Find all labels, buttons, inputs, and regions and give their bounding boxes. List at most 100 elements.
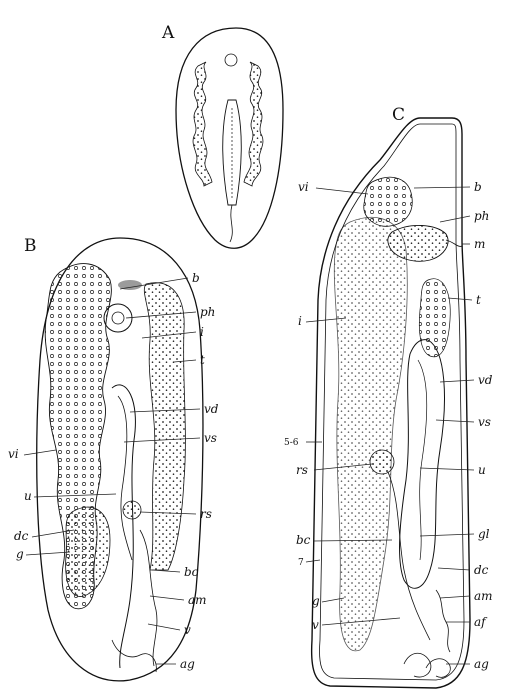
panel-b-copulatory-organ	[111, 384, 136, 669]
panel-c-label-m: m	[474, 237, 485, 251]
leader-b-vi	[23, 449, 57, 456]
panel-b-label-rs: rs	[200, 507, 212, 521]
panel-b-pharynx	[103, 303, 133, 333]
panel-b-antrum	[111, 639, 157, 673]
panel-b-label-g: g	[16, 547, 24, 561]
panel-c-intestine	[333, 217, 408, 652]
panel-c-genital-atrium	[403, 652, 432, 678]
panel-c-label-7: 7	[298, 558, 304, 568]
leader-b-rs	[139, 511, 197, 515]
panel-c-bursa-canal	[387, 471, 431, 641]
leader-b-dc	[31, 529, 75, 538]
panel-c-label-gl: gl	[478, 527, 490, 541]
panel-b-vesicula-seminalis	[117, 395, 133, 561]
leader-b-am	[149, 595, 185, 601]
panel-c-label-am: am	[474, 589, 493, 603]
leader-c-ph	[439, 215, 471, 223]
panel-b-label-vd: vd	[204, 402, 219, 416]
leader-b-vd	[129, 408, 201, 413]
panel-c-label-ag: ag	[474, 657, 489, 671]
panel-c-label-rs: rs	[296, 463, 308, 477]
panel-c-ejaculatory-duct	[417, 359, 428, 561]
leader-b-u	[33, 493, 117, 498]
panel-b-labels-left: vi u dc g	[8, 447, 117, 561]
panel-b-bursa-duct	[139, 529, 158, 667]
panel-b: B	[24, 236, 204, 682]
panel-c-label-vs: vs	[478, 415, 491, 429]
panel-b-label-ph: ph	[200, 305, 215, 319]
leader-c-rs	[313, 463, 373, 471]
panel-b-body-outline	[36, 237, 204, 682]
panel-a-left-gland-chain	[192, 61, 213, 187]
panel-b-label-dc: dc	[14, 529, 29, 543]
panel-a-intestine	[222, 99, 242, 206]
panel-a-body-outline	[175, 27, 284, 249]
panel-a-letter: A	[161, 23, 175, 43]
panel-c-letter: C	[392, 105, 405, 125]
panel-c-label-b: b	[474, 180, 482, 194]
panel-c-labels-left: vi i 5-6 rs bc 7 g v	[284, 180, 401, 632]
panel-c-label-t: t	[476, 293, 481, 307]
leader-c-g	[321, 597, 345, 603]
leader-c-vi	[315, 187, 369, 195]
panel-b-genital-mass	[65, 506, 111, 597]
leader-c-b	[413, 186, 471, 189]
panel-c-label-5-6: 5-6	[284, 438, 299, 448]
panel-c-label-bc: bc	[296, 533, 311, 547]
panel-c-label-vi: vi	[298, 180, 309, 194]
panel-c-lower-atrium	[425, 658, 451, 678]
panel-c-receptaculum	[369, 449, 395, 475]
panel-b-label-am: am	[188, 593, 207, 607]
leader-c-7	[305, 559, 321, 563]
panel-b-label-i: i	[200, 325, 204, 339]
panel-c-label-i: i	[298, 314, 302, 328]
panel-b-label-v: v	[184, 623, 191, 637]
leader-c-u	[419, 467, 475, 471]
leader-c-am	[439, 595, 471, 599]
leader-b-i	[141, 331, 197, 339]
panel-b-brain	[118, 280, 142, 290]
panel-c-mouth	[445, 239, 463, 247]
panel-b-letter: B	[24, 236, 37, 256]
leader-b-ph	[125, 311, 197, 319]
leader-c-dc	[437, 567, 471, 571]
panel-b-label-vi: vi	[8, 447, 19, 461]
panel-c-label-g: g	[312, 594, 320, 608]
panel-b-label-bc: bc	[184, 565, 199, 579]
panel-c-female-antrum	[435, 589, 451, 653]
panel-c-inner-outline	[319, 123, 465, 681]
leader-b-g	[25, 551, 71, 556]
leader-b-vs	[123, 437, 201, 443]
panel-b-label-u: u	[24, 489, 32, 503]
panel-a-posterior-duct	[229, 204, 233, 243]
panel-c-vitellarium	[363, 176, 413, 227]
panel-b-pharynx-lumen	[111, 311, 125, 325]
leader-b-b	[119, 277, 189, 290]
panel-b-labels-right: b ph i t vd vs rs bc am v ag	[119, 271, 219, 671]
leader-b-t	[173, 359, 197, 363]
panel-c-label-dc: dc	[474, 563, 489, 577]
panel-c-label-v: v	[312, 618, 319, 632]
leader-b-bc	[151, 569, 181, 573]
panel-c-label-u: u	[478, 463, 486, 477]
panel-c: C	[310, 105, 471, 689]
panel-c-testes	[418, 278, 451, 358]
panel-a-pharynx	[224, 53, 238, 67]
panel-c-pharynx	[387, 225, 449, 262]
leader-c-t	[447, 297, 473, 301]
leader-b-v	[147, 623, 181, 631]
panel-b-label-t: t	[200, 353, 205, 367]
leader-c-vd	[439, 379, 475, 383]
panel-b-receptaculum	[122, 500, 142, 520]
panel-c-copulatory-organ	[399, 339, 445, 589]
leader-c-vs	[435, 419, 475, 423]
leader-c-bc	[313, 539, 393, 542]
panel-c-label-af: af	[474, 615, 488, 629]
leader-c-i	[305, 317, 347, 323]
panel-c-labels-right: b ph m t vd vs u gl dc am af ag	[413, 180, 493, 671]
panel-b-label-b: b	[192, 271, 200, 285]
panel-b-label-vs: vs	[204, 431, 217, 445]
leader-c-gl	[419, 533, 475, 537]
panel-a-right-gland-chain	[243, 61, 264, 187]
